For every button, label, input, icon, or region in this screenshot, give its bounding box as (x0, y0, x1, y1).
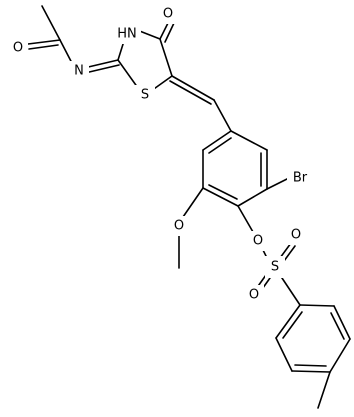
bond-s-o-upper (279, 242, 292, 259)
bond-ring1-6 (202, 130, 232, 151)
bond-ring2-4-double (294, 364, 327, 367)
bond-ring2-6-double (282, 311, 303, 339)
bond-ring2-2 (333, 305, 351, 340)
bond-s-c2 (117, 59, 139, 89)
bond-acetyl-carbonyl-double (28, 44, 59, 50)
bond-s-aryl (279, 274, 301, 306)
bond-tolyl-methyl (317, 371, 331, 409)
bond-vinyl-aryl (213, 99, 232, 132)
bonds (27, 5, 351, 409)
bond-aryl-ester-o (237, 205, 254, 233)
bond-ring2-6 (275, 304, 301, 339)
bond-c4-c5 (159, 38, 173, 77)
bond-ring2-5 (275, 337, 293, 372)
bond-ring2-1 (299, 304, 335, 307)
atom-methoxy-oxygen: O (174, 219, 184, 234)
atom-carbonyl-oxygen: O (163, 7, 173, 22)
bond-exocyclic-double (169, 80, 212, 105)
atom-sulfonyl-oxygen-upper: O (291, 228, 301, 243)
bond-c4-carbonyl-double (164, 22, 175, 43)
bond-acetyl-carbonyl (27, 39, 61, 45)
atom-labels: O HN N S O Br O S O O O (8, 4, 313, 305)
bond-ring2-2-double (330, 312, 345, 340)
bond-ring2-4 (291, 370, 331, 373)
atom-ester-oxygen: O (253, 234, 263, 249)
atom-sulfonyl-oxygen-lower: O (249, 288, 259, 303)
bond-ring1-3 (237, 188, 268, 207)
bond-c2-nh (117, 40, 125, 61)
bond-bromine (266, 177, 290, 190)
bond-imine-double (84, 64, 120, 74)
bond-imine (83, 59, 119, 69)
bond-ring1-1 (230, 130, 268, 151)
bond-methoxy-o (182, 187, 204, 218)
bond-ring2-3 (329, 338, 351, 373)
bond-s-o-upper-double (283, 245, 296, 262)
atom-ring-sulfur: S (141, 88, 149, 103)
atom-imine-nitrogen: N (74, 64, 84, 79)
bond-ring1-4 (202, 187, 239, 207)
bond-ring1-4-double (208, 184, 238, 200)
bond-ring1-6-double (208, 137, 232, 154)
atom-ring-nh: HN (117, 27, 137, 42)
atom-acetyl-oxygen: O (13, 41, 23, 56)
atom-bromine: Br (293, 171, 308, 186)
bond-exocyclic (171, 75, 215, 101)
atom-sulfonyl-sulfur: S (271, 260, 279, 275)
bond-acetyl-methyl (41, 5, 61, 41)
